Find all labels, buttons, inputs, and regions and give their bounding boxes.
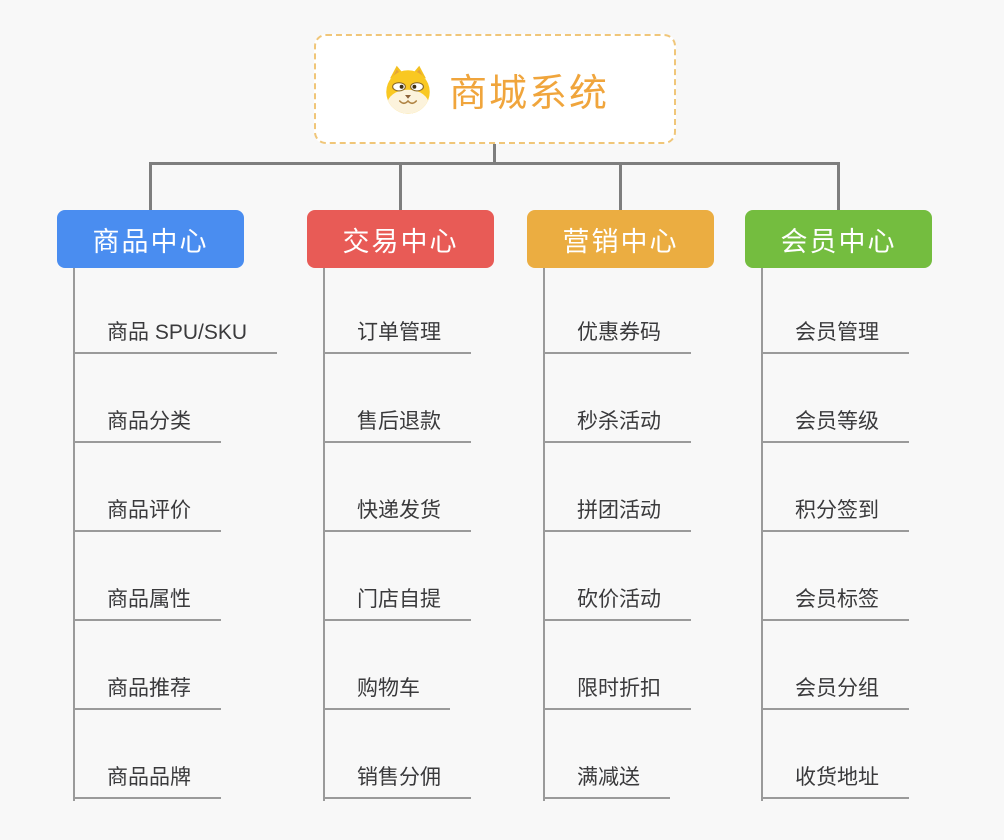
branch-header-2[interactable]: 交易中心 (307, 210, 494, 268)
leaf-item[interactable]: 销售分佣 (325, 757, 471, 799)
leaf-item[interactable]: 拼团活动 (545, 490, 691, 532)
leaf-item[interactable]: 快递发货 (325, 490, 471, 532)
leaf-item[interactable]: 会员管理 (763, 312, 909, 354)
root-title: 商城系统 (448, 72, 609, 115)
leaf-item[interactable]: 商品品牌 (75, 757, 221, 799)
leaf-item[interactable]: 商品推荐 (75, 668, 221, 710)
leaf-item-label: 购物车 (357, 677, 420, 700)
connector-drop-4 (837, 162, 840, 212)
leaf-item[interactable]: 优惠券码 (545, 312, 691, 354)
root-node[interactable]: 商城系统 (314, 34, 676, 144)
leaf-item-label: 拼团活动 (577, 499, 661, 522)
leaf-item-label: 订单管理 (357, 321, 441, 344)
connector-drop-3 (619, 162, 622, 212)
leaf-item-label: 商品 SPU/SKU (107, 321, 248, 344)
leaf-item[interactable]: 砍价活动 (545, 579, 691, 621)
leaf-item-label: 售后退款 (357, 410, 441, 433)
branch-header-label: 商品中心 (92, 226, 209, 257)
connector-horizontal-bar (149, 162, 839, 165)
dog-face-icon (381, 62, 435, 116)
leaf-item[interactable]: 购物车 (325, 668, 450, 710)
branch-column-4: 会员管理会员等级积分签到会员标签会员分组收货地址 (761, 268, 909, 801)
leaf-item[interactable]: 满减送 (545, 757, 670, 799)
leaf-item-label: 商品推荐 (107, 677, 191, 700)
leaf-item[interactable]: 订单管理 (325, 312, 471, 354)
leaf-item[interactable]: 商品分类 (75, 401, 221, 443)
leaf-item-label: 销售分佣 (357, 766, 441, 789)
connector-root-stub (493, 141, 496, 164)
branch-header-label: 营销中心 (562, 226, 679, 257)
leaf-item[interactable]: 商品 SPU/SKU (75, 312, 278, 354)
leaf-item-label: 商品分类 (107, 410, 191, 433)
leaf-item-label: 会员标签 (795, 588, 879, 611)
leaf-item-label: 砍价活动 (577, 588, 661, 611)
leaf-item-label: 会员等级 (795, 410, 879, 433)
connector-drop-2 (399, 162, 402, 212)
leaf-item-label: 商品品牌 (107, 766, 191, 789)
leaf-item[interactable]: 商品属性 (75, 579, 221, 621)
leaf-item-label: 秒杀活动 (577, 410, 661, 433)
leaf-item-label: 商品属性 (107, 588, 191, 611)
leaf-item[interactable]: 限时折扣 (545, 668, 691, 710)
branch-column-2: 订单管理售后退款快递发货门店自提购物车销售分佣 (323, 268, 471, 801)
leaf-item-label: 收货地址 (795, 766, 879, 789)
branch-header-label: 交易中心 (342, 226, 459, 257)
branch-column-1: 商品 SPU/SKU 商品分类商品评价商品属性商品推荐商品品牌 (73, 268, 278, 801)
leaf-item[interactable]: 售后退款 (325, 401, 471, 443)
leaf-item-label: 优惠券码 (577, 321, 661, 344)
leaf-item[interactable]: 门店自提 (325, 579, 471, 621)
leaf-item-label: 限时折扣 (577, 677, 661, 700)
leaf-item-label: 会员管理 (795, 321, 879, 344)
leaf-item-label: 商品评价 (107, 499, 191, 522)
leaf-item[interactable]: 秒杀活动 (545, 401, 691, 443)
leaf-item[interactable]: 积分签到 (763, 490, 909, 532)
leaf-item[interactable]: 商品评价 (75, 490, 221, 532)
branch-header-3[interactable]: 营销中心 (527, 210, 714, 268)
connector-drop-1 (149, 162, 152, 212)
branch-header-1[interactable]: 商品中心 (57, 210, 244, 268)
leaf-item-label: 快递发货 (357, 499, 441, 522)
leaf-item[interactable]: 会员分组 (763, 668, 909, 710)
branch-header-label: 会员中心 (780, 226, 897, 257)
branch-column-3: 优惠券码秒杀活动拼团活动砍价活动限时折扣满减送 (543, 268, 691, 801)
leaf-item-label: 门店自提 (357, 588, 441, 611)
leaf-item-label: 满减送 (577, 766, 640, 789)
leaf-item[interactable]: 会员等级 (763, 401, 909, 443)
leaf-item[interactable]: 会员标签 (763, 579, 909, 621)
leaf-item-label: 积分签到 (795, 499, 879, 522)
leaf-item-label: 会员分组 (795, 677, 879, 700)
branch-header-4[interactable]: 会员中心 (745, 210, 932, 268)
leaf-item[interactable]: 收货地址 (763, 757, 909, 799)
